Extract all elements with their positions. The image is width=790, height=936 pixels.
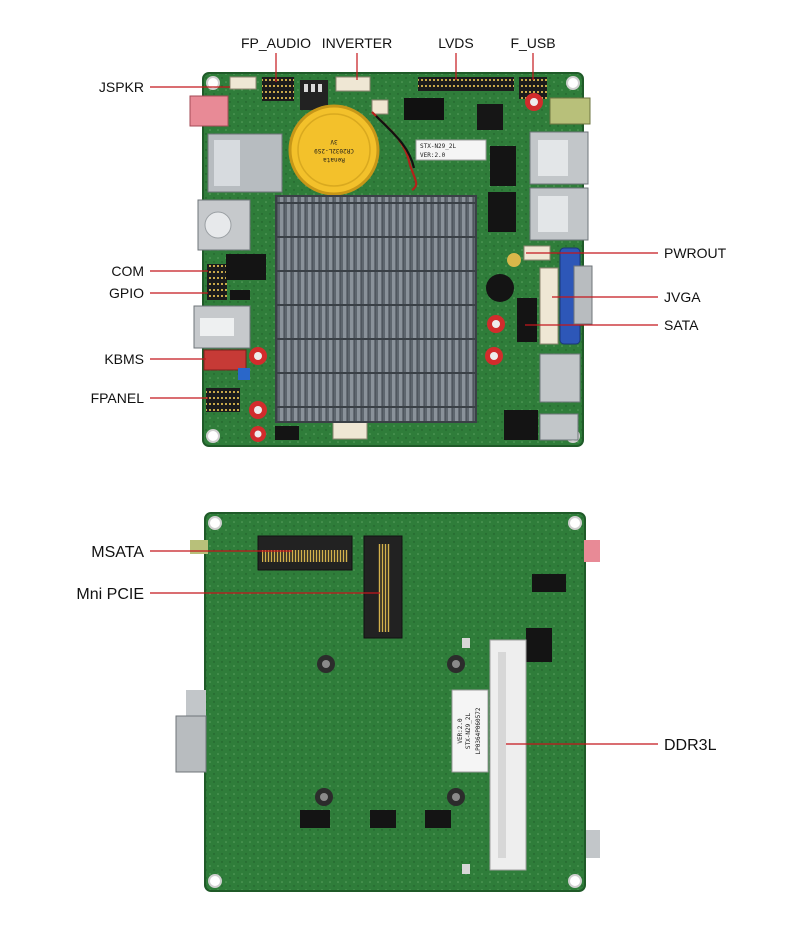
bottom-board-id: STX-N29_2L [465,713,472,750]
bottom-board-version: VER:2.0 [457,718,464,744]
ic-chip [488,192,516,232]
audio-jack-right [549,97,591,125]
sata-connector [517,298,537,342]
top-board: Renata CR2032L-2S9 3V STX-N29_2L VER:2.0 [189,72,593,447]
battery-model-text: CR2032L-2S9 [314,147,354,154]
ddr3l-slot [489,639,527,871]
bottom-board: STX-N29_2L LP0364P060572 VER:2.0 [175,512,600,892]
power-connector [504,410,538,440]
callout-msata: MSATA [91,544,144,561]
callout-com: COM [111,263,144,279]
battery-brand-text: Renata [323,156,345,163]
callout-ddr3l: DDR3L [664,737,717,754]
callout-lvds: LVDS [438,35,474,51]
callout-sata: SATA [664,317,699,333]
heatsink [275,195,477,423]
mount-hole [206,429,220,443]
callout-pwrout: PWROUT [664,245,727,261]
mount-hole [206,76,220,90]
f-usb-header [519,77,547,99]
battery-voltage-text: 3V [330,138,338,145]
callout-inverter: INVERTER [322,35,393,51]
fp-audio-header [262,77,294,101]
inverter-connector [335,76,371,92]
label-sticker [451,689,489,773]
callout-mini-pcie: Mni PCIE [76,586,144,603]
buzzer [486,274,514,302]
callouts [150,53,658,745]
fpanel-header [206,388,240,412]
audio-jack [189,95,229,127]
label-sticker [415,139,487,161]
com-header [207,264,227,300]
callout-f-usb: F_USB [510,35,555,51]
top-board-version: VER:2.0 [420,152,446,159]
callout-fp-audio: FP_AUDIO [241,35,311,51]
callout-jvga: JVGA [664,289,701,305]
callout-fpanel: FPANEL [91,390,145,406]
callout-kbms: KBMS [104,351,144,367]
top-board-id: STX-N29_2L [420,143,457,150]
callout-gpio: GPIO [109,285,144,301]
ic-chip [477,104,503,130]
usb-port-right [539,353,581,403]
cmos-battery [288,104,380,196]
mount-hole [566,76,580,90]
callout-jspkr: JSPKR [99,79,144,95]
jspkr-header [229,76,257,90]
ic-chip [404,98,444,120]
capacitors [249,93,543,442]
kbms-connector [203,349,247,371]
ic-chip [490,146,516,186]
bottom-serial: LP0364P060572 [475,707,482,754]
lvds-header [418,77,514,91]
